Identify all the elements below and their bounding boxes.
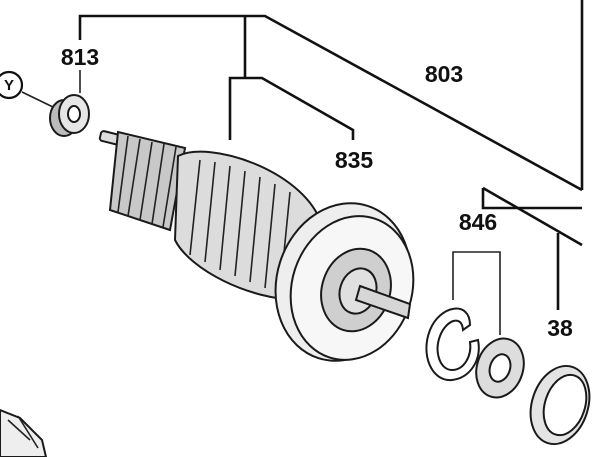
callout-846: 846 [459,209,497,235]
armature-835 [98,130,415,362]
washer-846 [475,337,525,399]
callout-803: 803 [425,61,463,87]
callout-38: 38 [547,315,573,341]
callout-835: 835 [335,147,374,173]
reference-circle-y: Y [0,70,24,100]
reference-label-y: Y [4,77,14,94]
housing-fragment [0,408,48,457]
retaining-clip-846 [425,307,480,382]
leader-lines [21,0,584,335]
ring-38 [529,364,591,446]
bearing-813 [49,94,90,137]
callout-813: 813 [61,44,99,70]
